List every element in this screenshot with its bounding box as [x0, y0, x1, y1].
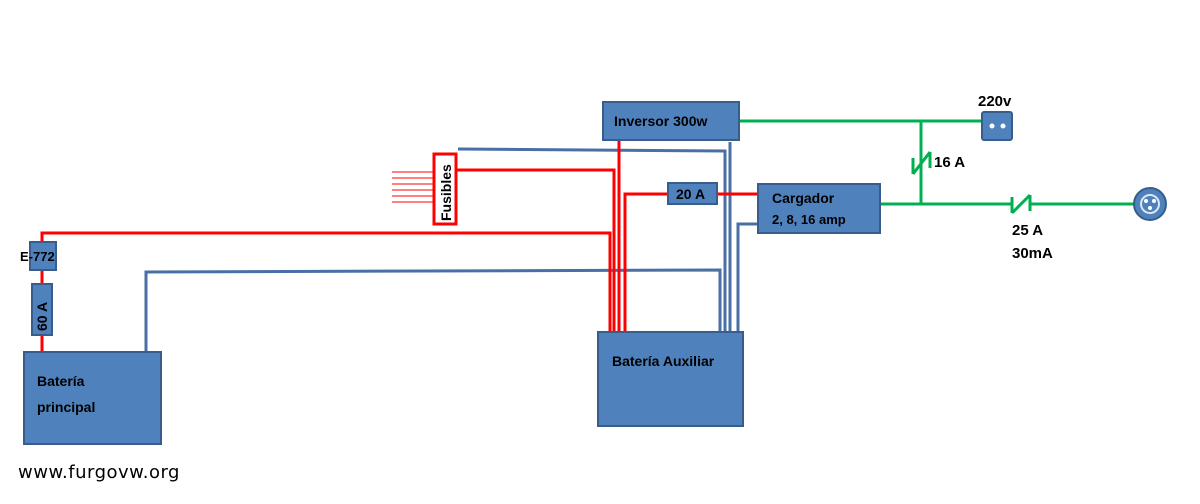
cargador-box: Cargador 2, 8, 16 amp — [757, 183, 881, 234]
wire-20a-to-aux-battery — [623, 192, 668, 332]
wire-main-battery-negative — [144, 268, 722, 352]
fuse-20a-label: 20 A — [676, 186, 705, 202]
cargador-label-2: 2, 8, 16 amp — [772, 212, 846, 227]
fuse-60a-box: 60 A — [31, 283, 53, 336]
negative-wires — [144, 142, 758, 352]
e772-label: E-772 — [20, 249, 55, 264]
mains-plug-icon — [1133, 187, 1167, 221]
inversor-box: Inversor 300w — [602, 101, 740, 141]
wire-fusibles-to-aux-battery — [456, 168, 616, 332]
watermark: www.furgovw.org — [18, 462, 180, 483]
breaker-25a-symbol — [1010, 193, 1032, 215]
positive-wires — [40, 140, 758, 352]
wire-e772-to-aux-battery — [40, 231, 612, 332]
bateria-principal-label-1: Batería — [37, 373, 85, 389]
outlet-220v: 220v — [978, 93, 1013, 141]
cargador-label-1: Cargador — [772, 190, 835, 206]
wire-charger-negative — [736, 222, 758, 332]
inversor-label: Inversor 300w — [614, 113, 707, 129]
bateria-principal-box: Batería principal — [23, 351, 162, 445]
breaker-16a-label: 16 A — [934, 154, 965, 171]
fuse-20a-box: 20 A — [667, 182, 718, 205]
fusibles-output-feeds — [392, 171, 434, 203]
fusibles-box: Fusibles — [432, 152, 458, 226]
breaker-25a-label-1: 25 A — [1012, 222, 1043, 239]
wire-inverter-negative — [457, 147, 727, 332]
bateria-auxiliar-box: Batería Auxiliar — [597, 331, 744, 427]
fuse-60a-label: 60 A — [34, 302, 50, 331]
breaker-16a-symbol — [911, 151, 932, 175]
breaker-25a-label-2: 30mA — [1012, 245, 1053, 262]
outlet-220v-label: 220v — [978, 93, 1012, 110]
bateria-auxiliar-label: Batería Auxiliar — [612, 353, 715, 369]
e772-box: E-772 — [20, 241, 57, 271]
fusibles-label: Fusibles — [438, 164, 454, 221]
bateria-principal-label-2: principal — [37, 399, 95, 415]
